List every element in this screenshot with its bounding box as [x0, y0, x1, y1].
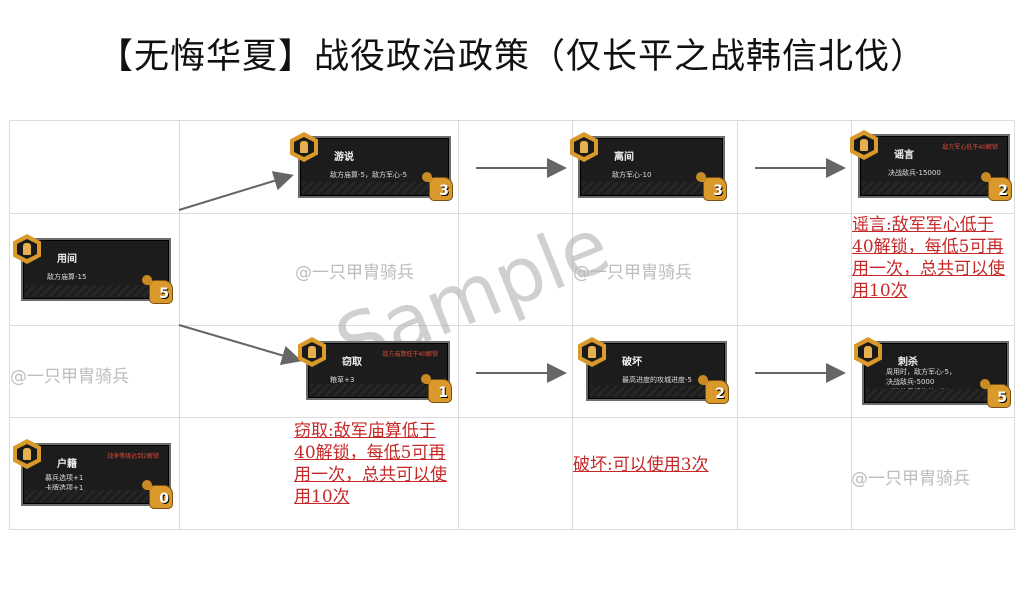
policy-card-cisha[interactable]: 刺杀 周用时，敌方军心-5， 决战敌兵-5000 （该效果将生效5次） 5 [854, 337, 1010, 407]
card-effect: 募兵选项+1 卡牌选项+1 [45, 474, 84, 492]
fortress-icon [578, 337, 606, 367]
note-pohuai: 破坏:可以使用3次 [573, 455, 709, 475]
card-unlock-requirement: 敌方军心低于40解锁 [942, 144, 998, 151]
note-yaoyan: 谣言:敌军军心低于40解锁，每低5可再用一次，总共可以使用10次 [852, 215, 1005, 301]
card-pattern [25, 490, 167, 502]
card-effect: 最高进度的攻城进度-5 [622, 376, 692, 384]
grid-line [10, 213, 1014, 214]
use-count-badge: 2 [981, 172, 1011, 200]
author-watermark: @一只甲胄骑兵 [295, 263, 414, 283]
arrow-yongjian-youshui [178, 171, 294, 211]
use-count-badge: 2 [698, 375, 728, 403]
policy-card-qiequ[interactable]: 窃取 敌方庙算低于40解锁 粮草+3 1 [298, 337, 451, 402]
card-pattern [302, 182, 447, 194]
split-icon [570, 132, 598, 162]
dagger-icon [854, 337, 882, 367]
card-pattern [582, 182, 721, 194]
use-count-badge: 5 [142, 275, 172, 303]
card-effect: 敌方庙算-5，敌方军心-5 [330, 171, 407, 179]
author-watermark: @一只甲胄骑兵 [573, 263, 692, 283]
card-name: 游说 [334, 152, 354, 163]
use-count-badge: 3 [696, 172, 726, 200]
use-count-badge: 3 [422, 172, 452, 200]
card-effect: 敌方军心-10 [612, 171, 652, 179]
card-name: 用间 [57, 254, 77, 265]
card-unlock-requirement: 战争等级达到2解锁 [107, 453, 159, 460]
card-pattern [25, 285, 167, 297]
author-watermark: @一只甲胄骑兵 [10, 367, 129, 387]
use-count-badge: 5 [980, 379, 1010, 407]
arrow-yongjian-qiequ [178, 324, 302, 366]
card-effect: 敌方庙算-15 [47, 273, 87, 281]
use-count-badge: 0 [142, 480, 172, 508]
policy-card-lijian[interactable]: 离间 敌方军心-10 3 [570, 132, 726, 200]
card-name: 离间 [614, 152, 634, 163]
policy-card-youshui[interactable]: 游说 敌方庙算-5，敌方军心-5 3 [290, 132, 452, 200]
policy-card-yaoyan[interactable]: 谣言 敌方军心低于40解锁 决战敌兵-15000 2 [850, 130, 1011, 200]
card-name: 破坏 [622, 357, 642, 368]
card-name: 谣言 [894, 150, 914, 161]
card-name: 窃取 [342, 357, 362, 368]
card-pattern [310, 384, 446, 396]
card-name: 户籍 [57, 459, 77, 470]
card-unlock-requirement: 敌方庙算低于40解锁 [382, 351, 438, 358]
rumor-icon [850, 130, 878, 160]
page-title: 【无悔华夏】战役政治政策（仅长平之战韩信北伐） [97, 37, 926, 77]
card-effect: 粮草+3 [330, 376, 355, 384]
card-pattern [862, 182, 1006, 194]
policy-card-pohuai[interactable]: 破坏 最高进度的攻城进度-5 2 [578, 337, 728, 403]
card-pattern [866, 389, 1005, 401]
use-count-badge: 1 [421, 374, 451, 402]
grid-line [10, 417, 1014, 418]
card-effect: 决战敌兵-15000 [888, 169, 941, 177]
note-qiequ: 窃取:敌军庙算低于40解锁，每低5可再用一次，总共可以使用10次 [294, 421, 447, 507]
policy-card-yongjian[interactable]: 用间 敌方庙算-15 5 [13, 234, 172, 303]
card-pattern [590, 385, 723, 397]
author-watermark: @一只甲胄骑兵 [851, 469, 970, 489]
policy-card-huji[interactable]: 户籍 战争等级达到2解锁 募兵选项+1 卡牌选项+1 0 [13, 439, 172, 508]
grid-line [10, 325, 1014, 326]
card-name: 刺杀 [898, 357, 918, 368]
